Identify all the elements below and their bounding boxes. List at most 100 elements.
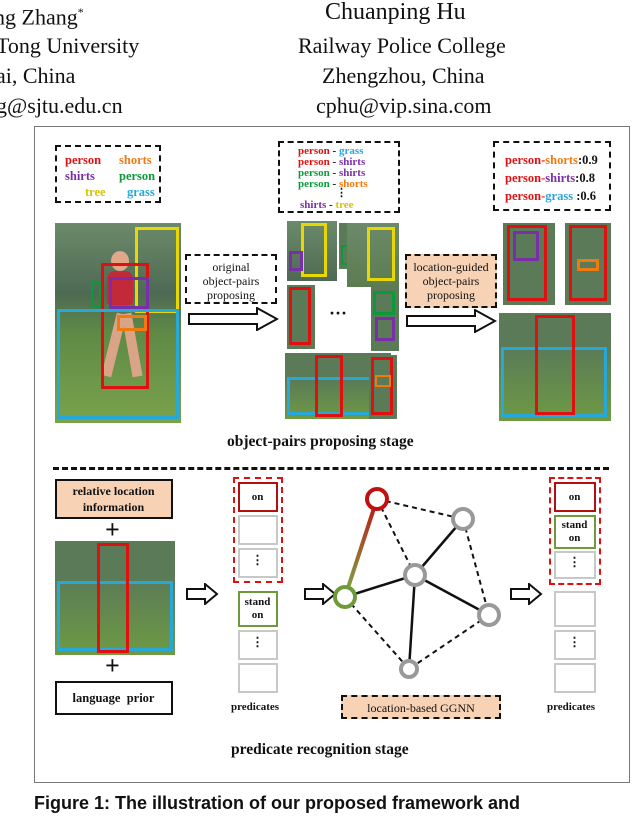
- author-right-name: Chuanping Hu: [325, 0, 466, 25]
- arrow-right-icon: [510, 583, 543, 605]
- author-right-email: cphu@vip.sina.com: [316, 93, 492, 118]
- predicate-vdots: ⋮: [251, 553, 264, 567]
- original-line-2: object-pairs: [202, 274, 260, 288]
- author-right-affiliation: Railway Police College: [298, 33, 506, 58]
- original-line-3: proposing: [207, 288, 255, 302]
- label-grass: grass: [127, 185, 155, 199]
- predicate-on-label-2: on: [568, 532, 581, 544]
- thumb-bbox: [371, 357, 393, 415]
- bbox-person: [97, 543, 129, 653]
- pair-row-2: person - shirts: [298, 156, 366, 168]
- original-proposing-box: original object-pairs proposing: [185, 254, 277, 304]
- label-shirts: shirts: [65, 169, 95, 183]
- plus-icon: +: [105, 515, 120, 544]
- thumb-bbox: [289, 287, 311, 345]
- rel-loc-line-2: information: [82, 500, 145, 514]
- predicates-label-1: predicates: [231, 701, 280, 713]
- predicate-on-label: on: [251, 491, 264, 503]
- score-row-2: person-shirts:0.8: [505, 171, 595, 185]
- thumb-bbox: [535, 315, 575, 415]
- relative-location-box: relative location information: [55, 479, 173, 519]
- source-photo: [55, 223, 181, 423]
- stage-2-title: predicate recognition stage: [231, 741, 409, 758]
- thumb-4: [287, 285, 315, 349]
- location-guided-box: location-guided object-pairs proposing: [405, 254, 497, 308]
- thumb-bbox: [577, 259, 599, 271]
- predicate-column-1-highlight: [233, 477, 283, 583]
- language-prior-label: language prior: [72, 691, 155, 705]
- pair-row-1: person - grass: [298, 145, 364, 157]
- predicate-on-label: on: [568, 491, 581, 503]
- predicate-cell-stand-on: stand on: [238, 591, 278, 627]
- thumb-bbox: [375, 375, 391, 387]
- thumb-7: [369, 355, 397, 419]
- stage-divider: [53, 467, 609, 470]
- author-right-location: Zhengzhou, China: [322, 63, 485, 88]
- stage2-photo: [55, 541, 175, 655]
- predicate-cell: [238, 663, 278, 693]
- thumb-bbox: [301, 223, 327, 277]
- selected-thumb-1: [503, 223, 555, 305]
- label-tree: tree: [85, 185, 106, 199]
- predicate-cell: [238, 515, 278, 545]
- label-shorts: shorts: [119, 153, 152, 167]
- predicate-cell: [554, 663, 596, 693]
- person-head: [111, 251, 129, 271]
- author-left-name: ng Zhang*: [0, 4, 84, 30]
- arrow-right-icon: [406, 309, 497, 333]
- rel-loc-line-1: relative location: [72, 484, 155, 498]
- mid-ellipsis: ···: [329, 303, 348, 323]
- object-pairs-box: person - grass person - shirts person - …: [278, 141, 400, 213]
- arrow-right-icon: [304, 583, 337, 605]
- ggnn-graph: [333, 487, 501, 679]
- thumb-bbox: [513, 231, 539, 261]
- pair-vdots: ⋮: [336, 187, 347, 199]
- thumb-bbox: [569, 225, 607, 301]
- thumb-bbox: [507, 225, 547, 301]
- object-labels-box: person shorts shirts person tree grass: [55, 145, 161, 203]
- ggnn-label: location-based GGNN: [367, 701, 475, 715]
- score-row-1: person-shorts:0.9: [505, 153, 598, 167]
- predicate-vdots: ⋮: [568, 555, 581, 569]
- author-left-affiliation: Tong University: [0, 33, 140, 58]
- plus-icon: +: [105, 651, 120, 680]
- pair-row-3: person - shirts: [298, 167, 366, 179]
- thumb-bbox: [373, 291, 395, 315]
- author-left-location: ai, China: [0, 63, 76, 88]
- language-prior-box: language prior: [55, 681, 173, 715]
- predicate-on-label-2: on: [251, 609, 264, 621]
- predicate-cell: ⋮: [238, 548, 278, 578]
- ggnn-label-box: location-based GGNN: [341, 695, 501, 719]
- predicate-vdots: ⋮: [251, 635, 264, 649]
- thumb-bbox: [501, 347, 607, 417]
- bbox-shirts: [109, 277, 149, 309]
- predicate-cell-stand-on: stand on: [554, 515, 596, 549]
- predicate-cell-on: on: [238, 482, 278, 512]
- thumb-bbox: [375, 317, 395, 341]
- predicate-cell: [554, 591, 596, 627]
- pair-row-5: shirts - tree: [300, 199, 354, 211]
- bbox-grass: [57, 309, 179, 419]
- thumb-5: [371, 287, 399, 351]
- thumb-1: [287, 221, 337, 281]
- figure-frame: person shorts shirts person tree grass p…: [34, 126, 630, 783]
- predicate-vdots: ⋮: [568, 635, 581, 649]
- predicate-cell: ⋮: [554, 630, 596, 660]
- pair-row-4: person - shorts: [298, 178, 368, 190]
- predicate-column-2-highlight: [549, 477, 601, 585]
- arrow-right-icon: [186, 583, 219, 605]
- thumb-bbox: [367, 227, 395, 281]
- guided-line-3: proposing: [427, 288, 475, 302]
- predicates-label-2: predicates: [547, 701, 596, 713]
- bbox-grass: [57, 581, 173, 651]
- thumb-bbox: [315, 355, 343, 417]
- score-row-3: person-grass :0.6: [505, 189, 596, 203]
- predicate-cell-on: on: [554, 482, 596, 512]
- predicate-cell: ⋮: [238, 630, 278, 660]
- thumb-bbox: [289, 251, 303, 271]
- selected-thumb-2: [565, 223, 611, 305]
- arrow-right-icon: [188, 307, 279, 331]
- original-line-1: original: [212, 260, 250, 274]
- guided-line-1: location-guided: [413, 260, 489, 274]
- selected-thumb-3: [499, 313, 611, 421]
